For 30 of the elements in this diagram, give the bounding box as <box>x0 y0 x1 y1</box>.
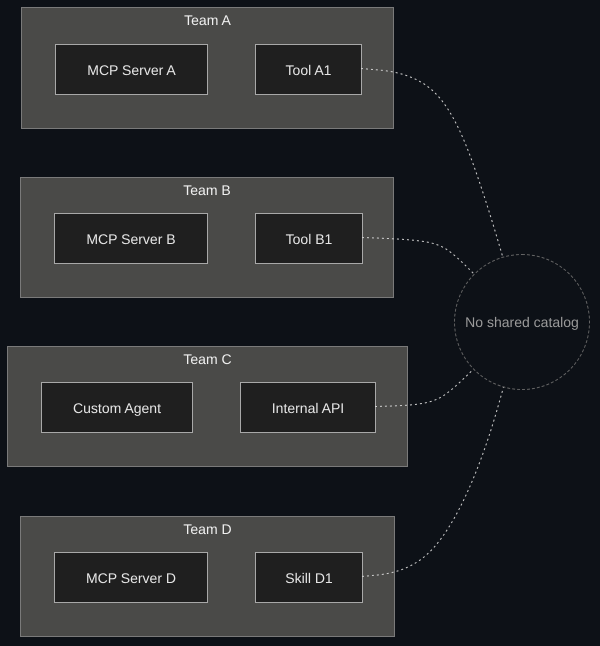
circle-label: No shared catalog <box>465 314 579 330</box>
dotted-connector <box>362 237 474 274</box>
team-title: Team A <box>183 12 232 28</box>
team-title: Team D <box>182 521 233 537</box>
component-box <box>54 552 208 603</box>
component-label: MCP Server B <box>86 230 176 246</box>
component-box <box>41 382 193 433</box>
team-group-box <box>20 516 395 637</box>
component-box <box>255 552 363 603</box>
team-group-box <box>7 346 408 467</box>
component-label: Custom Agent <box>73 400 161 416</box>
dotted-connector <box>374 368 474 407</box>
team-group-box <box>21 7 394 129</box>
component-label: Internal API <box>272 400 344 416</box>
dotted-connector <box>360 68 504 258</box>
component-box <box>55 44 208 95</box>
dotted-connector <box>362 386 504 577</box>
team-title: Team B <box>182 182 232 198</box>
component-label: Skill D1 <box>285 570 333 586</box>
team-group-box <box>20 177 394 298</box>
component-label: Tool A1 <box>286 62 332 78</box>
component-label: MCP Server D <box>86 570 176 586</box>
team-title: Team C <box>182 351 233 367</box>
component-label: Tool B1 <box>286 230 332 246</box>
component-label: MCP Server A <box>87 62 176 78</box>
dashed-circle <box>454 254 590 390</box>
component-box <box>255 44 362 95</box>
component-box <box>240 382 376 433</box>
component-box <box>255 213 363 264</box>
component-box <box>54 213 208 264</box>
